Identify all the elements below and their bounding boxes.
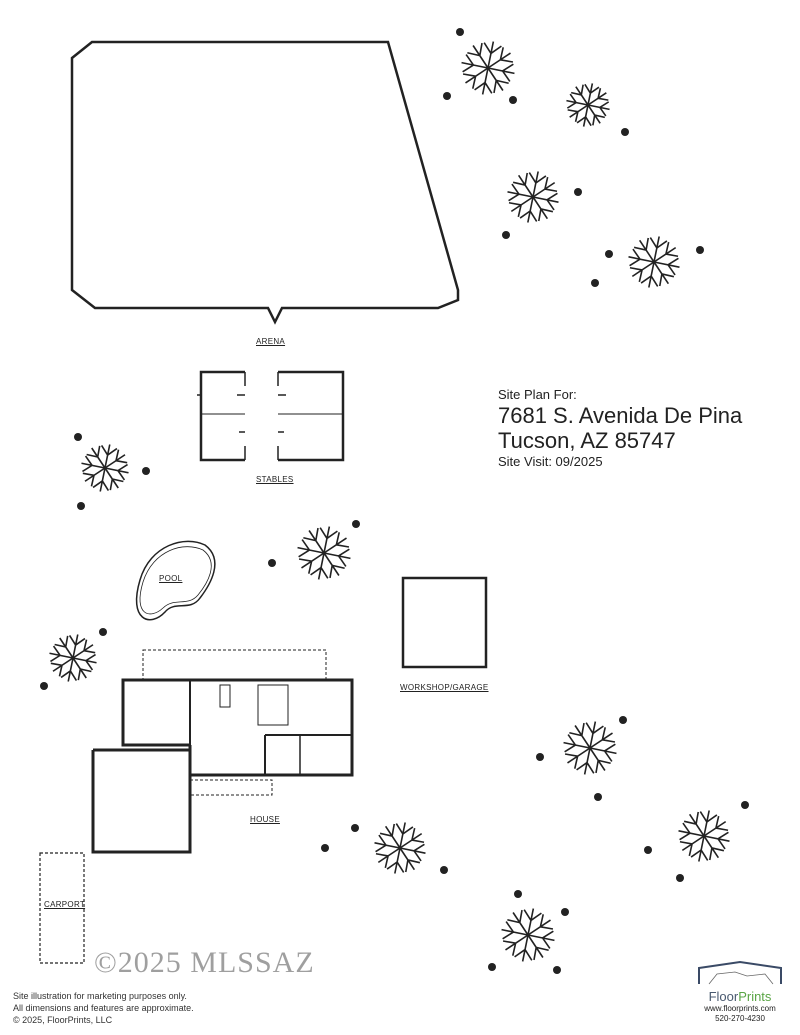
- disclaimer: Site illustration for marketing purposes…: [13, 990, 194, 1026]
- shrub-icon: [77, 502, 85, 510]
- tree-icon: [678, 810, 730, 862]
- shrub-icon: [536, 753, 544, 761]
- shrub-icon: [268, 559, 276, 567]
- workshop-label: WORKSHOP/GARAGE: [400, 683, 489, 692]
- shrub-icon: [561, 908, 569, 916]
- arena-label: ARENA: [256, 337, 286, 346]
- tree-icon: [628, 236, 680, 288]
- shrub-icon: [619, 716, 627, 724]
- tree-icon: [297, 526, 351, 580]
- pool-inner-outline: [139, 546, 212, 615]
- shrub-icon: [456, 28, 464, 36]
- site-info-block: Site Plan For: 7681 S. Avenida De Pina T…: [498, 386, 742, 470]
- copyright-line: © 2025, FloorPrints, LLC: [13, 1015, 113, 1025]
- shrub-icon: [605, 250, 613, 258]
- brand-floor: Floor: [708, 989, 739, 1004]
- address-line-2: Tucson, AZ 85747: [498, 428, 676, 453]
- tree-icon: [461, 41, 515, 95]
- tree-icon: [566, 83, 610, 127]
- site-visit-date: Site Visit: 09/2025: [498, 454, 603, 469]
- shrub-icon: [352, 520, 360, 528]
- shrub-icon: [488, 963, 496, 971]
- shrub-icon: [74, 433, 82, 441]
- logo-phone: 520-270-4230: [715, 1014, 765, 1023]
- mls-watermark: ©2025 MLSSAZ: [94, 946, 315, 979]
- shrub-icon: [142, 467, 150, 475]
- tree-icon: [81, 444, 129, 492]
- shrub-icon: [40, 682, 48, 690]
- house-roof-icon: [698, 960, 782, 985]
- shrub-icon: [509, 96, 517, 104]
- shrub-icon: [502, 231, 510, 239]
- shrub-icon: [351, 824, 359, 832]
- tree-icon: [563, 721, 617, 775]
- pool-outline: [135, 540, 216, 621]
- tree-icon: [501, 908, 555, 962]
- tree-icon: [507, 171, 559, 223]
- logo-url[interactable]: www.floorprints.com: [704, 1004, 776, 1013]
- tree-icon: [374, 822, 426, 874]
- disclaimer-line-2: All dimensions and features are approxim…: [13, 1003, 194, 1013]
- shrub-icon: [99, 628, 107, 636]
- pool-label: POOL: [159, 574, 183, 583]
- disclaimer-line-1: Site illustration for marketing purposes…: [13, 991, 187, 1001]
- shrub-icon: [591, 279, 599, 287]
- trees-layer: [40, 28, 749, 974]
- house-outline: [39, 649, 354, 964]
- shrub-icon: [621, 128, 629, 136]
- shrub-icon: [553, 966, 561, 974]
- house-label: HOUSE: [250, 815, 280, 824]
- shrub-icon: [741, 801, 749, 809]
- workshop-outline: [401, 576, 488, 669]
- shrub-icon: [321, 844, 329, 852]
- shrub-icon: [644, 846, 652, 854]
- tree-icon: [49, 634, 97, 682]
- shrub-icon: [443, 92, 451, 100]
- site-plan-heading: Site Plan For:: [498, 387, 577, 402]
- address-line-1: 7681 S. Avenida De Pina: [498, 403, 743, 428]
- shrub-icon: [676, 874, 684, 882]
- floorprints-logo: FloorPrints www.floorprints.com 520-270-…: [690, 960, 790, 1024]
- carport-label: CARPORT: [44, 900, 86, 909]
- shrub-icon: [594, 793, 602, 801]
- shrub-icon: [514, 890, 522, 898]
- arena-outline: [70, 40, 460, 325]
- stables-outline: [197, 370, 345, 462]
- shrub-icon: [696, 246, 704, 254]
- brand-prints: Prints: [738, 989, 772, 1004]
- shrub-icon: [574, 188, 582, 196]
- stables-label: STABLES: [256, 475, 294, 484]
- shrub-icon: [440, 866, 448, 874]
